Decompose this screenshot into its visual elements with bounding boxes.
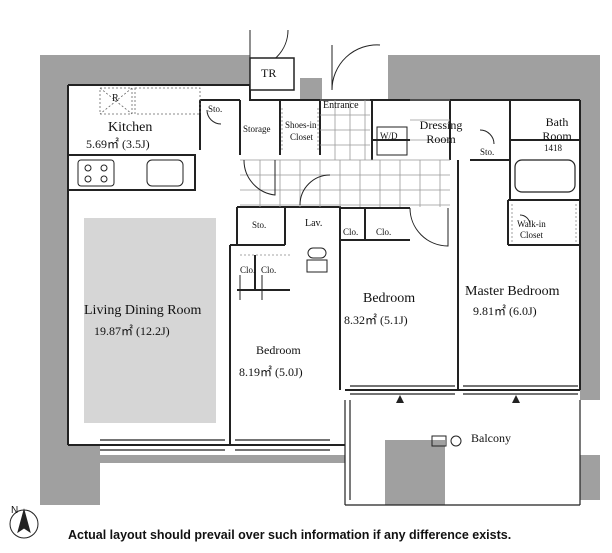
exterior-walls <box>40 55 600 505</box>
refrigerator-icon <box>99 87 201 115</box>
walkin-closet-label-1: Walk-in <box>517 219 546 229</box>
living-room-area: 19.87㎡ (12.2J) <box>94 324 170 338</box>
sto-kitchen-label: Sto. <box>208 104 223 114</box>
clo-1-label: Clo. <box>343 227 359 237</box>
hall-tiles <box>240 99 450 207</box>
clo-3-label: Clo. <box>240 265 256 275</box>
stove-icon <box>77 159 115 187</box>
bathtub-icon <box>514 159 576 193</box>
sink-icon <box>146 159 184 187</box>
closet-shelves <box>240 108 577 256</box>
dressing-room-label: Dressing Room <box>419 118 463 146</box>
lav-label: Lav. <box>305 218 323 229</box>
disclaimer-text: Actual layout should prevail over such i… <box>68 528 512 542</box>
shoes-closet-label-2: Closet <box>290 132 314 142</box>
interior-walls <box>67 84 581 446</box>
north-label: N <box>11 505 19 516</box>
tr-label: TR <box>261 66 277 80</box>
ldk-floor <box>84 218 216 423</box>
kitchen-area: 5.69㎡ (3.5J) <box>86 137 150 151</box>
master-bedroom-name: Master Bedroom <box>465 284 560 299</box>
storage-label: Storage <box>243 124 271 134</box>
north-arrow-icon <box>9 508 39 539</box>
sto-bath-label: Sto. <box>480 147 495 157</box>
entrance-label: Entrance <box>323 100 359 111</box>
bath-room-label: Bath Room <box>542 115 572 143</box>
kitchen-name: Kitchen <box>108 120 153 135</box>
bedroom-mid-area: 8.32㎡ (5.1J) <box>344 313 408 327</box>
wd-label: W/D <box>380 131 398 141</box>
clo-4-label: Clo. <box>261 265 277 275</box>
refrigerator-label: R <box>112 93 119 104</box>
living-room-name: Living Dining Room <box>84 303 202 318</box>
washer-icon <box>376 126 408 156</box>
bedroom-left-name: Bedroom <box>256 343 301 357</box>
balcony-label: Balcony <box>471 431 511 445</box>
tr-box <box>249 57 295 91</box>
balcony-outline <box>344 400 581 506</box>
walkin-closet-label-2: Closet <box>520 230 544 240</box>
master-bedroom-area: 9.81㎡ (6.0J) <box>473 304 537 318</box>
window-arrows <box>396 395 520 403</box>
bedroom-left-area: 8.19㎡ (5.0J) <box>239 365 303 379</box>
sto-hall-label: Sto. <box>252 220 267 230</box>
bedroom-mid-name: Bedroom <box>363 291 416 306</box>
aircon-outdoor-icon <box>431 435 462 447</box>
shoes-closet-label-1: Shoes-in <box>285 120 317 130</box>
bath-size-label: 1418 <box>544 143 562 153</box>
windows <box>67 100 578 451</box>
clo-2-label: Clo. <box>376 227 392 237</box>
toilet-icon <box>306 247 328 273</box>
